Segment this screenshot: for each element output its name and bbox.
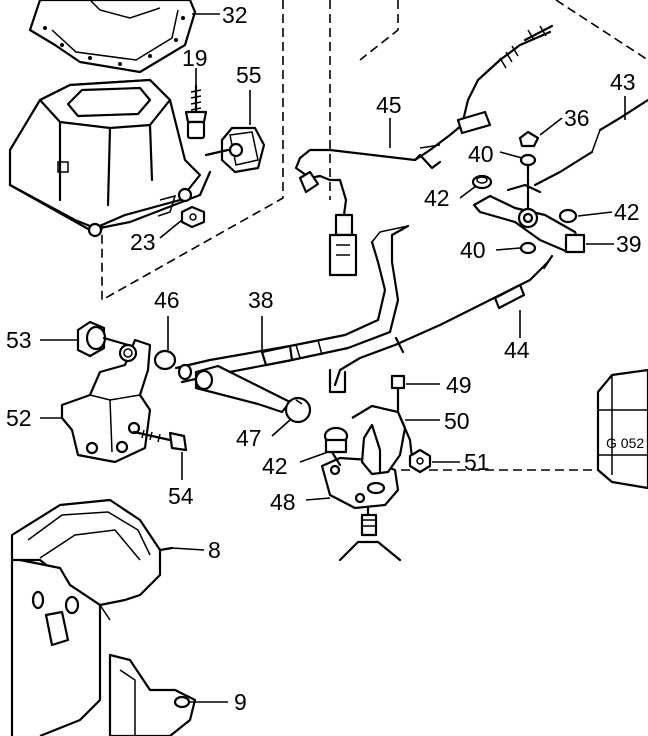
washer-40a-part <box>519 153 537 167</box>
part-number-38: 38 <box>248 287 274 313</box>
part-number-36: 36 <box>564 105 590 131</box>
part-number-52: 52 <box>6 405 32 431</box>
bracket-48-part <box>320 456 402 562</box>
bolt-54-part <box>132 429 188 452</box>
bushing-42a-part <box>471 174 493 190</box>
bushing-42b-part <box>558 208 578 224</box>
part-number-53: 53 <box>6 327 32 353</box>
part-number-labels: 32 19 55 23 45 43 36 40 42 42 40 39 46 3… <box>6 2 644 715</box>
part-number-48: 48 <box>270 489 296 515</box>
part-number-43: 43 <box>610 69 636 95</box>
drawing-code: G 052 <box>606 435 644 451</box>
part-number-8: 8 <box>208 537 221 563</box>
nut-51-part <box>408 448 432 474</box>
part-number-46: 46 <box>154 287 180 313</box>
grommet-42c-part <box>323 426 349 467</box>
plate-9-part <box>108 653 197 736</box>
part-number-9: 9 <box>234 689 247 715</box>
part-number-51: 51 <box>464 449 490 475</box>
part-number-44: 44 <box>504 337 530 363</box>
clamp-50-part <box>351 404 414 476</box>
lever-39-part <box>472 163 586 254</box>
part-number-39: 39 <box>616 231 642 257</box>
part-number-23: 23 <box>130 229 156 255</box>
washer-36-part <box>518 130 540 148</box>
part-number-54: 54 <box>168 483 194 509</box>
part-number-42-upper-left: 42 <box>424 185 450 211</box>
sleeve-46-part <box>153 349 193 381</box>
cable-44-part <box>328 254 554 394</box>
leader-lines <box>40 13 626 703</box>
part-number-42-lower: 42 <box>262 453 288 479</box>
washer-40b-part <box>519 241 537 255</box>
part-number-40-upper: 40 <box>468 141 494 167</box>
cable-43-part <box>533 98 648 187</box>
nut-23-part <box>157 194 206 229</box>
shift-rod-part <box>194 364 312 424</box>
part-number-45: 45 <box>376 92 402 118</box>
grommet-53-part <box>76 320 130 358</box>
part-number-55: 55 <box>236 62 262 88</box>
part-number-47: 47 <box>236 425 262 451</box>
bracket-52-part <box>60 338 152 464</box>
gasket-plate-part <box>28 0 197 74</box>
bracket-8-part <box>10 498 174 736</box>
part-number-19: 19 <box>182 45 208 71</box>
bolt-49-part <box>390 374 406 412</box>
part-number-50: 50 <box>444 408 470 434</box>
drum-part <box>596 368 648 490</box>
rubber-mount-55-part <box>204 126 266 174</box>
part-number-40-lower: 40 <box>460 237 486 263</box>
part-number-42-upper-right: 42 <box>614 199 640 225</box>
part-number-32: 32 <box>222 2 248 28</box>
bolt-19-part <box>184 84 208 140</box>
shift-housing-part <box>8 78 212 238</box>
rod-38-part <box>174 224 410 384</box>
cable-45-part <box>294 24 554 277</box>
part-number-49: 49 <box>446 372 472 398</box>
